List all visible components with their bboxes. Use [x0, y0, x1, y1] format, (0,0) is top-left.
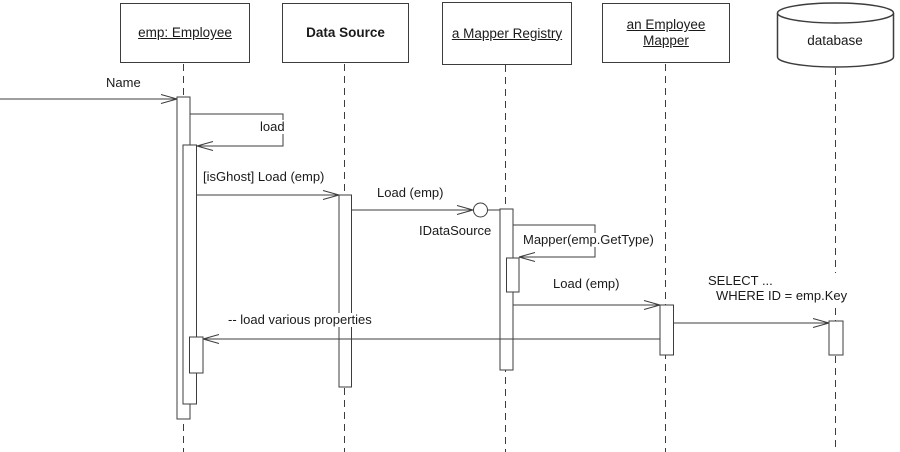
message-label-load-emp: Load (emp): [375, 185, 446, 200]
actor-box-employee-mapper: an Employee Mapper: [602, 3, 730, 63]
activation-database: [828, 320, 844, 356]
message-label-select-line2: WHERE ID = emp.Key: [716, 288, 848, 303]
actor-label-employee-mapper: an Employee Mapper: [626, 17, 706, 48]
message-lines: [0, 94, 830, 344]
actor-label-emp-employee: emp: Employee: [138, 25, 232, 40]
interface-label-idatasource: IDataSource: [417, 223, 494, 238]
actor-box-mapper-registry: a Mapper Registry: [442, 2, 572, 65]
activation-mapper-registry-2: [506, 257, 520, 293]
message-label-select-line1: SELECT ...: [708, 273, 773, 288]
actor-label-mapper-registry: a Mapper Registry: [451, 25, 563, 41]
message-label-name: Name: [104, 75, 143, 90]
actor-label-data-source: Data Source: [306, 25, 385, 40]
actor-box-data-source: Data Source: [282, 3, 409, 63]
message-label-isghost-load: [isGhost] Load (emp): [201, 169, 327, 184]
message-return-properties-arrow: [202, 334, 660, 344]
message-label-mapper-gettype: Mapper(emp.GetType): [521, 232, 656, 247]
message-label-load-emp2: Load (emp): [551, 276, 622, 291]
message-label-select: SELECT ... WHERE ID = emp.Key: [706, 273, 850, 303]
message-label-return-properties: -- load various properties: [226, 312, 374, 327]
actor-label-database: database: [807, 33, 863, 48]
message-load-emp-arrow: [351, 205, 500, 215]
database-cylinder-icon: [776, 2, 895, 68]
message-name-arrow: [0, 94, 178, 104]
message-select-arrow: [673, 318, 830, 328]
activation-bars: [176, 96, 844, 420]
interface-lollipop-icon: [473, 202, 488, 218]
message-isghost-load-arrow: [196, 190, 340, 200]
activation-data-source: [338, 194, 352, 388]
activation-emp-3: [189, 336, 204, 374]
activation-employee-mapper: [659, 304, 674, 356]
actor-box-emp-employee: emp: Employee: [120, 3, 250, 63]
message-label-load: load: [258, 119, 287, 134]
message-load-emp2-arrow: [513, 300, 661, 310]
